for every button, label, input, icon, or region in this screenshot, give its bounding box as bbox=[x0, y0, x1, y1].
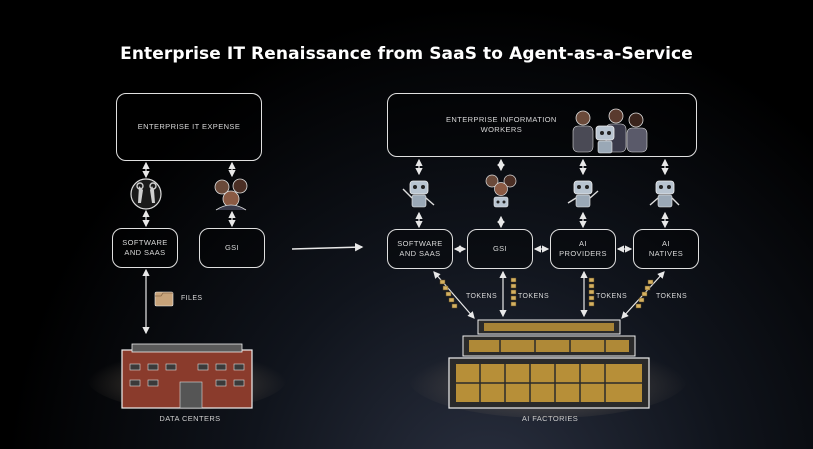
people-with-robot-icon bbox=[485, 174, 517, 208]
right-software-saas-box: SOFTWARE AND SAAS bbox=[387, 229, 453, 269]
right-gsi-box: GSI bbox=[467, 229, 533, 269]
data-center-icon bbox=[87, 343, 287, 410]
transition-arrow bbox=[291, 243, 364, 252]
enterprise-it-expense-box: ENTERPRISE IT EXPENSE bbox=[116, 93, 262, 161]
left-software-label-line1: SOFTWARE bbox=[122, 237, 168, 247]
tokens-label-3: TOKENS bbox=[596, 293, 628, 300]
workers-label-line2: WORKERS bbox=[480, 125, 523, 134]
ai-natives-label-line2: NATIVES bbox=[648, 249, 684, 258]
tokens-label-2: TOKENS bbox=[518, 293, 550, 300]
ai-natives-box: AI NATIVES bbox=[633, 229, 699, 269]
tools-icon bbox=[130, 178, 162, 210]
ai-factory-icon bbox=[408, 319, 688, 418]
people-icon bbox=[214, 178, 248, 211]
tokens-label-4: TOKENS bbox=[656, 293, 688, 300]
ai-natives-label-line1: AI bbox=[662, 238, 670, 248]
token-stack-3 bbox=[588, 277, 595, 307]
file-icon bbox=[154, 291, 174, 307]
enterprise-information-workers-box: ENTERPRISE INFORMATION WORKERS bbox=[387, 93, 697, 157]
robot-icon-2 bbox=[567, 180, 599, 208]
left-gsi-box: GSI bbox=[199, 228, 265, 268]
page-title: Enterprise IT Renaissance from SaaS to A… bbox=[120, 44, 693, 64]
robot-icon-1 bbox=[402, 180, 435, 208]
ai-providers-label-line2: PROVIDERS bbox=[559, 249, 607, 258]
right-software-label-line1: SOFTWARE bbox=[397, 238, 443, 248]
ai-providers-label-line1: AI bbox=[579, 238, 587, 248]
token-stack-2 bbox=[510, 277, 517, 307]
data-centers-label: DATA CENTERS bbox=[159, 414, 221, 423]
workers-label-line1: ENTERPRISE INFORMATION bbox=[446, 114, 557, 124]
ai-factories-label: AI FACTORIES bbox=[521, 414, 579, 423]
right-software-label-line2: AND SAAS bbox=[399, 249, 441, 258]
right-gsi-label: GSI bbox=[492, 243, 508, 253]
token-stack-1 bbox=[439, 279, 458, 309]
ai-providers-box: AI PROVIDERS bbox=[550, 229, 616, 269]
left-gsi-label: GSI bbox=[224, 242, 240, 252]
robot-icon-3 bbox=[649, 180, 680, 208]
enterprise-it-expense-label: ENTERPRISE IT EXPENSE bbox=[137, 121, 241, 131]
left-software-label-line2: AND SAAS bbox=[124, 248, 166, 257]
tokens-label-1: TOKENS bbox=[466, 293, 498, 300]
left-software-saas-box: SOFTWARE AND SAAS bbox=[112, 228, 178, 268]
token-stack-4 bbox=[635, 279, 654, 309]
files-label: FILES bbox=[181, 295, 203, 302]
